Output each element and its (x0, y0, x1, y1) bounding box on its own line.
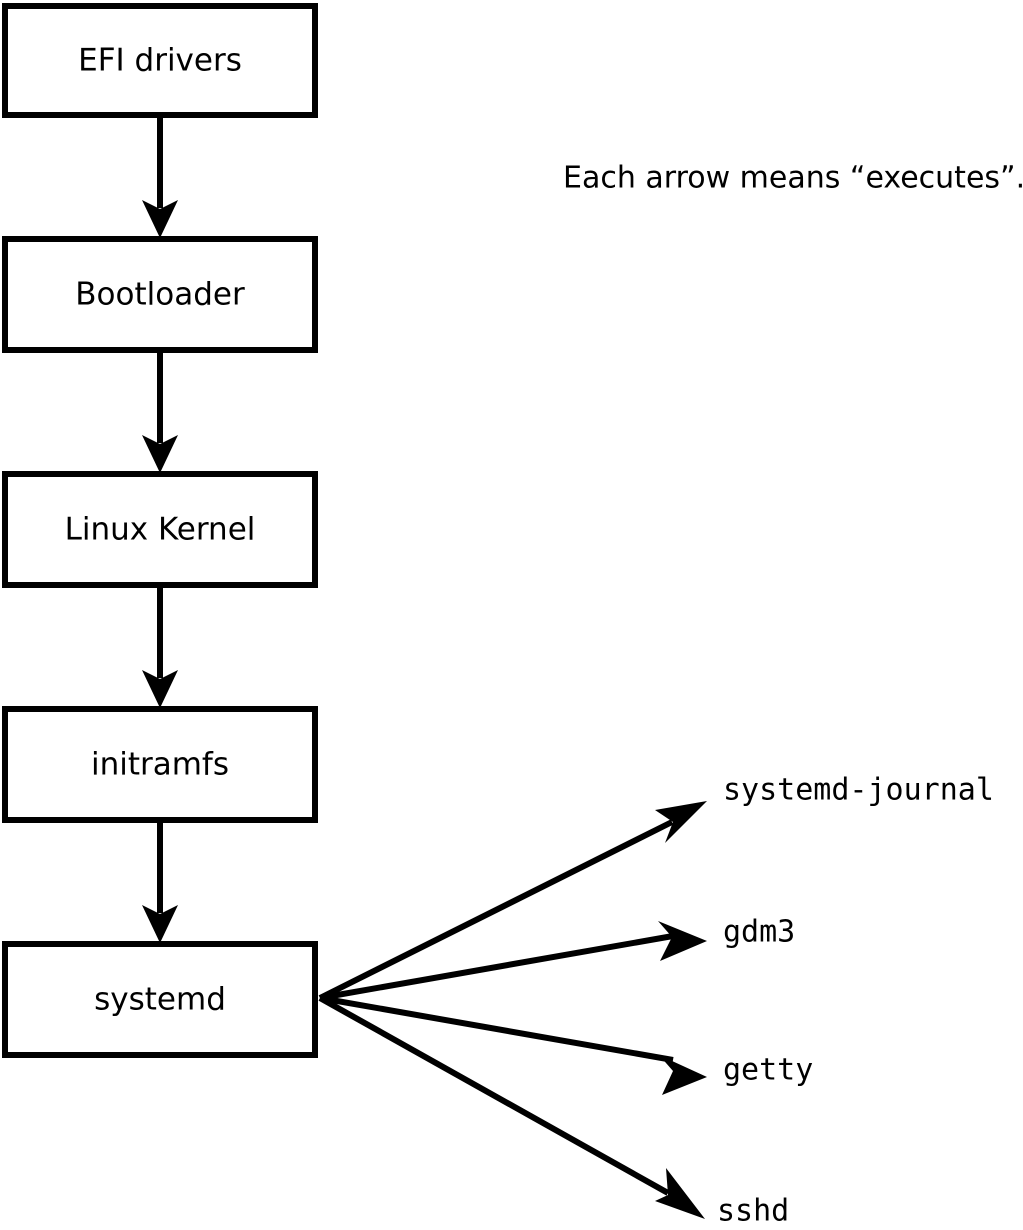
fanout-arrow-shaft (319, 933, 674, 1001)
stage-box-systemd[interactable]: systemd (2, 941, 318, 1058)
diagram-caption: Each arrow means “executes”. (563, 161, 1023, 196)
fanout-arrow-head (655, 1168, 705, 1219)
fanout-arrow-shaft (318, 995, 670, 1196)
fanout-arrow-shaft (318, 819, 674, 1001)
fanout-arrow-head (659, 1055, 707, 1095)
chain-arrow-bootloader-to-kernel (142, 350, 178, 473)
service-label-getty: getty (723, 1053, 813, 1088)
fanout-arrow-getty (319, 995, 707, 1095)
chain-arrow-efi-to-bootloader (142, 115, 178, 238)
chain-arrow-initramfs-to-systemd (142, 820, 178, 943)
chain-arrow-head (142, 435, 178, 473)
fanout-arrow-gdm3 (319, 921, 707, 1001)
stage-box-rect (2, 3, 318, 118)
stage-box-label: initramfs (91, 747, 229, 783)
stage-box-rect (2, 706, 318, 823)
service-label-systemd-journal: systemd-journal (723, 773, 994, 808)
stage-box-label: Linux Kernel (65, 512, 256, 548)
fanout-arrow-head (658, 921, 707, 961)
stage-box-rect (2, 941, 318, 1058)
service-label-gdm3: gdm3 (723, 915, 795, 950)
stage-box-label: EFI drivers (78, 43, 242, 79)
stage-box-label: systemd (94, 982, 226, 1018)
chain-arrow-kernel-to-initramfs (142, 585, 178, 708)
service-label-sshd: sshd (717, 1194, 789, 1229)
stage-box-initramfs[interactable]: initramfs (2, 706, 318, 823)
stage-box-bootloader[interactable]: Bootloader (2, 236, 318, 353)
stage-box-label: Bootloader (75, 277, 245, 313)
fanout-arrow-shaft (319, 995, 674, 1063)
chain-arrow-head (142, 905, 178, 943)
chain-arrow-head (142, 200, 178, 238)
chain-arrow-head (142, 670, 178, 708)
stage-box-efi-drivers[interactable]: EFI drivers (2, 3, 318, 118)
stage-box-linux-kernel[interactable]: Linux Kernel (2, 471, 318, 588)
fanout-arrow-systemd-journal (318, 801, 707, 1001)
fanout-arrow-head (655, 801, 707, 843)
fanout-arrow-sshd (318, 995, 705, 1219)
